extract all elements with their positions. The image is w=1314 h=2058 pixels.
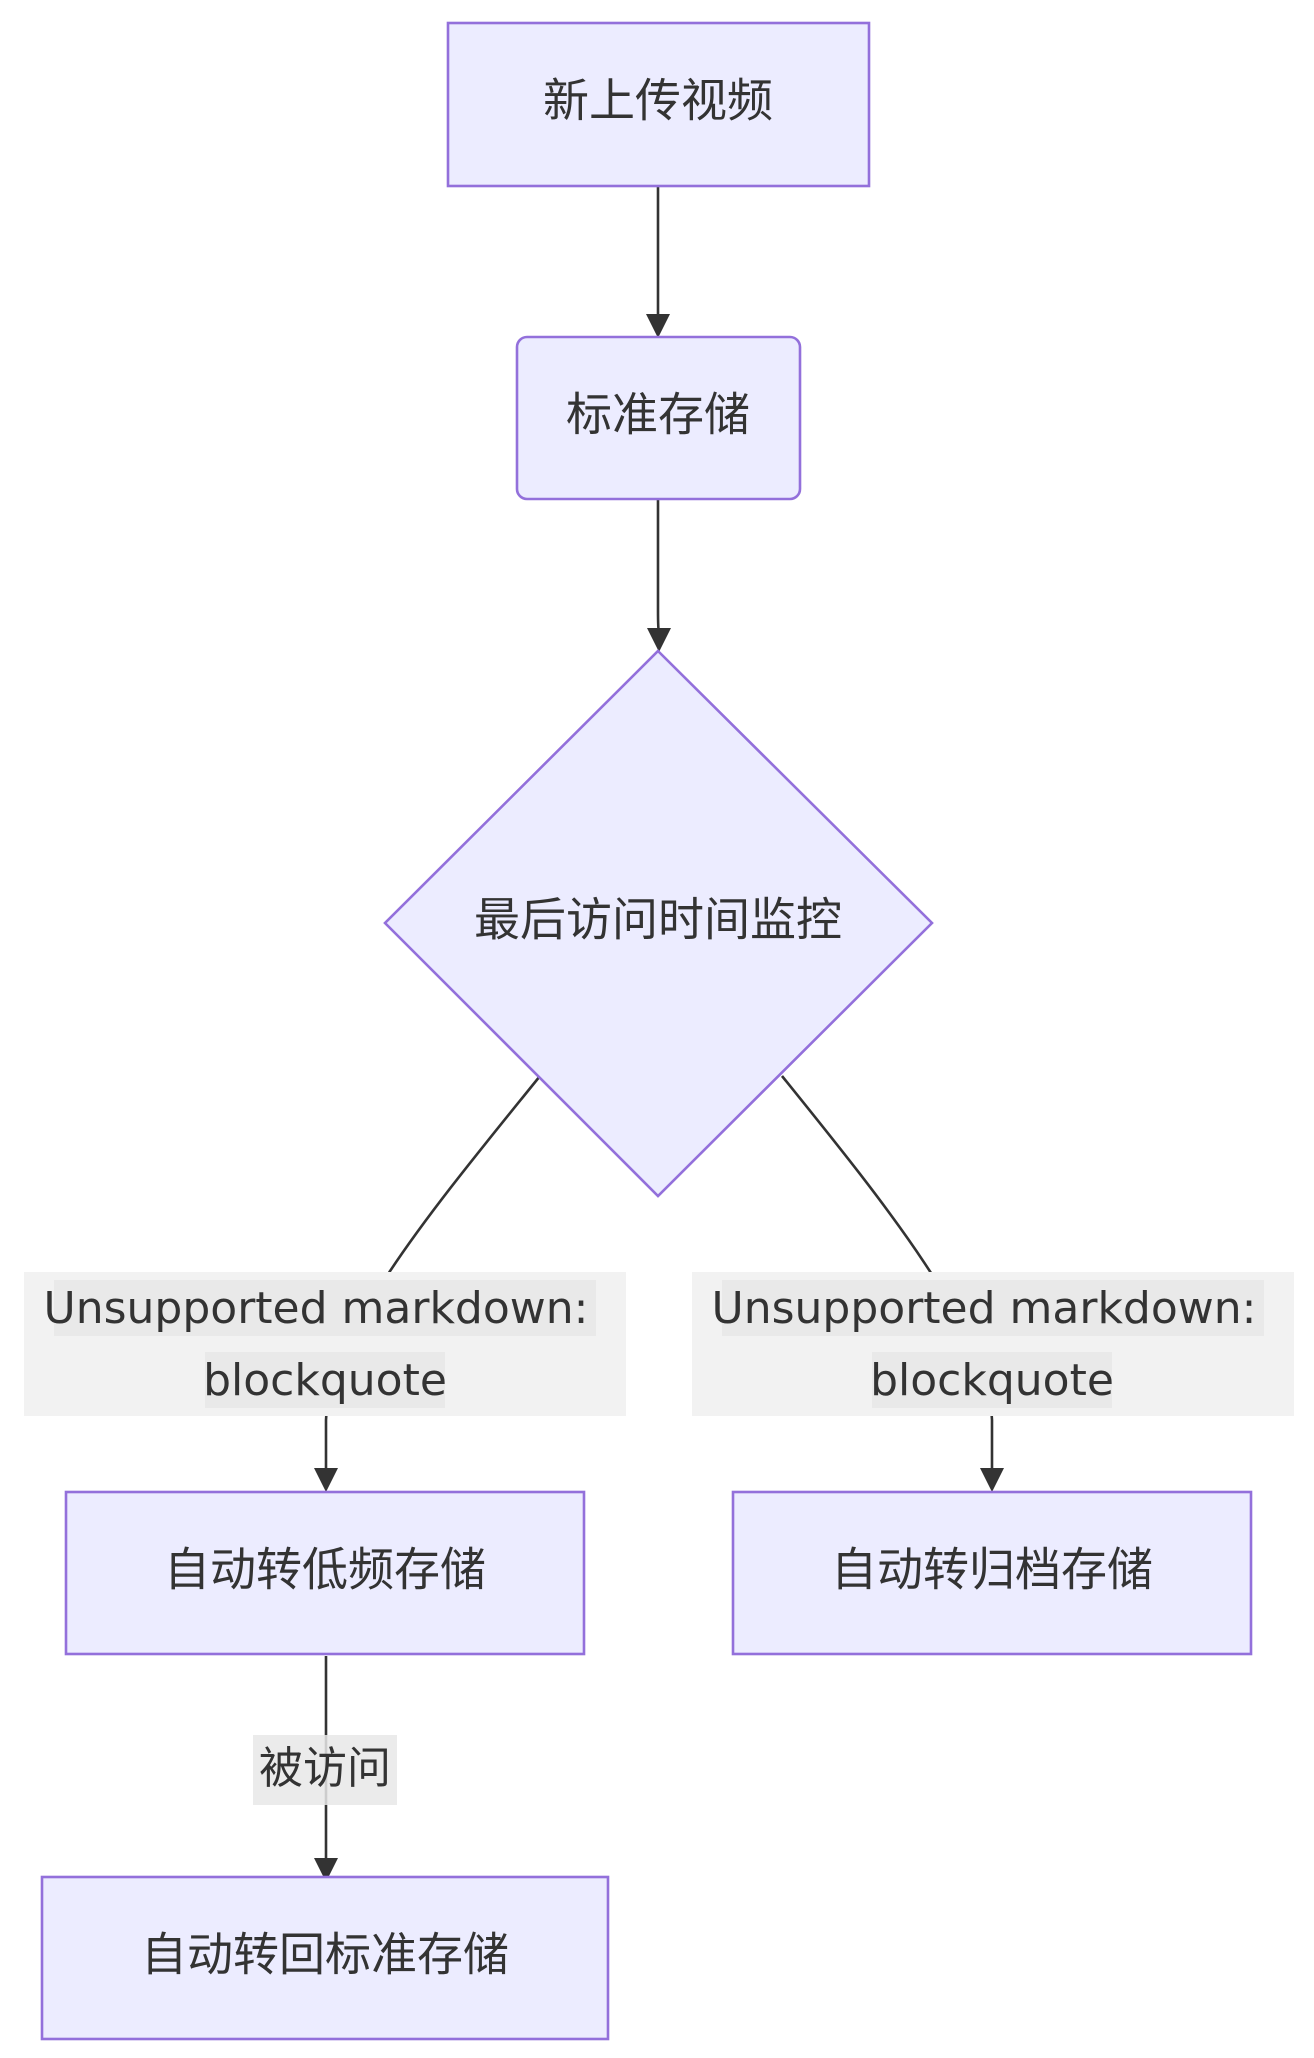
arrow-head-standard <box>646 314 670 338</box>
node-back-standard: 自动转回标准存储 <box>40 1875 610 2041</box>
edge-standard-to-monitor <box>656 498 661 633</box>
arrow-head-monitor <box>647 628 671 652</box>
arrow-head-backstandard <box>314 1858 338 1882</box>
edge-label-left-line1: Unsupported markdown: <box>44 1283 589 1334</box>
node-monitor: 最后访问时间监控 <box>383 649 934 1198</box>
edge-label-accessed-text: 被访问 <box>259 1743 391 1794</box>
edge-label-accessed: 被访问 <box>253 1735 397 1805</box>
edge-label-left-line2: blockquote <box>203 1355 447 1406</box>
arrow-head-lowfreq <box>314 1468 338 1492</box>
edge-label-right-line2: blockquote <box>870 1355 1114 1406</box>
edge-label-right-line1: Unsupported markdown: <box>712 1283 1257 1334</box>
node-archive-label: 自动转归档存储 <box>831 1543 1153 1597</box>
node-upload: 新上传视频 <box>446 21 871 188</box>
node-back-standard-label: 自动转回标准存储 <box>141 1928 509 1982</box>
edge-label-left: Unsupported markdown: blockquote <box>24 1272 626 1416</box>
node-standard: 标准存储 <box>515 335 802 501</box>
node-low-freq: 自动转低频存储 <box>64 1490 586 1656</box>
node-archive: 自动转归档存储 <box>731 1490 1253 1656</box>
node-standard-label: 标准存储 <box>566 388 750 442</box>
arrow-head-archive <box>980 1468 1004 1492</box>
node-monitor-label: 最后访问时间监控 <box>474 893 842 947</box>
node-upload-label: 新上传视频 <box>543 74 773 128</box>
edge-label-right: Unsupported markdown: blockquote <box>692 1272 1294 1416</box>
node-low-freq-label: 自动转低频存储 <box>164 1543 486 1597</box>
